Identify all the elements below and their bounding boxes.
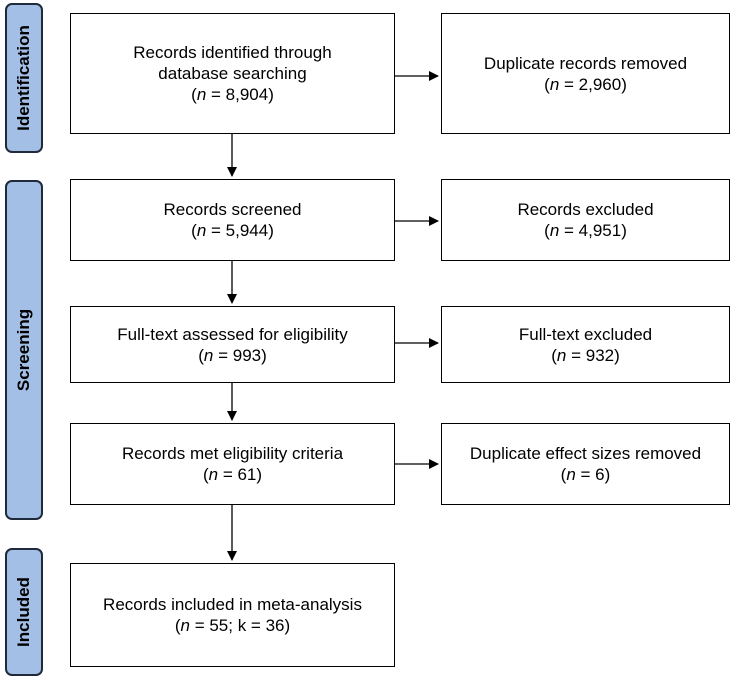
box-fulltext-assessed-line1: Full-text assessed for eligibility [117, 324, 348, 344]
box-duplicates-removed-line1: Duplicate records removed [483, 53, 688, 73]
box-met-eligibility-count: (n = 61) [202, 465, 263, 484]
box-fulltext-assessed: Full-text assessed for eligibility (n = … [70, 306, 395, 383]
box-effect-sizes-removed-line1: Duplicate effect sizes removed [469, 444, 702, 463]
box-effect-sizes-removed: Duplicate effect sizes removed (n = 6) [441, 423, 730, 505]
box-records-screened-line1: Records screened [163, 200, 302, 219]
box-fulltext-excluded-line1: Full-text excluded [518, 324, 653, 344]
box-met-eligibility: Records met eligibility criteria (n = 61… [70, 423, 395, 505]
box-records-included: Records included in meta-analysis (n = 5… [70, 563, 395, 667]
box-records-identified-count: (n = 8,904) [191, 85, 274, 104]
box-records-included-count: (n = 55; k = 36) [174, 616, 291, 635]
box-fulltext-excluded-count: (n = 932) [551, 345, 620, 365]
box-duplicates-removed-count: (n = 2,960) [544, 74, 627, 94]
box-records-identified: Records identified through database sear… [70, 13, 395, 134]
box-records-excluded: Records excluded (n = 4,951) [441, 179, 730, 261]
box-effect-sizes-removed-count: (n = 6) [560, 465, 611, 484]
box-records-screened-count: (n = 5,944) [191, 221, 274, 240]
box-fulltext-excluded: Full-text excluded (n = 932) [441, 306, 730, 383]
box-duplicates-removed: Duplicate records removed (n = 2,960) [441, 13, 730, 134]
phase-identification: Identification [5, 3, 43, 153]
phase-screening: Screening [5, 180, 43, 520]
phase-included: Included [5, 548, 43, 676]
box-records-included-line1: Records included in meta-analysis [103, 595, 362, 614]
box-records-excluded-count: (n = 4,951) [544, 221, 627, 240]
box-records-identified-line2: database searching [158, 64, 307, 83]
box-fulltext-assessed-count: (n = 993) [198, 345, 267, 365]
box-records-identified-line1: Records identified through [133, 43, 332, 62]
box-met-eligibility-line1: Records met eligibility criteria [121, 444, 344, 463]
box-records-screened: Records screened (n = 5,944) [70, 179, 395, 261]
box-records-excluded-line1: Records excluded [517, 200, 654, 219]
